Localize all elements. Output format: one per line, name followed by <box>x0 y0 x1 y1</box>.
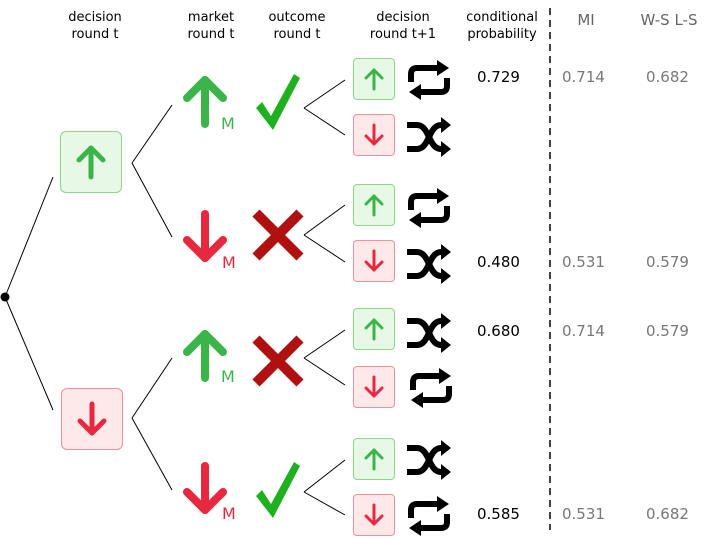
market-down-arrow-icon <box>183 210 227 262</box>
decision-t-down-box <box>61 388 123 450</box>
decision-t-up-box <box>60 131 122 193</box>
wsls-value: 0.579 <box>646 253 689 271</box>
wsls-value: 0.579 <box>646 322 689 340</box>
up-arrow-icon <box>364 68 384 91</box>
mi-value: 0.714 <box>562 322 605 340</box>
decision-t1-down-box <box>353 494 395 536</box>
shuffle-icon <box>403 436 453 480</box>
shuffle-icon <box>403 240 453 284</box>
market-subscript: M <box>221 367 235 386</box>
conditional-probability-value: 0.480 <box>477 253 520 271</box>
down-arrow-icon <box>364 503 384 526</box>
repeat-icon <box>403 494 453 538</box>
check-icon <box>256 462 300 518</box>
market-down-arrow-icon <box>183 462 227 514</box>
mi-value: 0.531 <box>562 253 605 271</box>
decision-t1-down-box <box>353 114 395 156</box>
mi-value: 0.714 <box>562 68 605 86</box>
header-decision-round-t: decision round t <box>68 10 122 42</box>
repeat-icon <box>405 366 455 410</box>
wsls-value: 0.682 <box>646 505 689 523</box>
repeat-icon <box>403 186 453 230</box>
market-up-arrow-icon <box>183 76 227 128</box>
root-node <box>0 292 10 302</box>
down-arrow-icon <box>364 249 384 272</box>
conditional-probability-value: 0.729 <box>477 68 520 86</box>
down-arrow-icon <box>364 123 384 146</box>
header-conditional-probability: conditional probability <box>466 10 538 42</box>
up-arrow-icon <box>76 145 106 180</box>
check-icon <box>256 74 300 130</box>
header-wsls: W-S L-S <box>640 11 698 29</box>
down-arrow-icon <box>77 401 107 436</box>
conditional-probability-value: 0.585 <box>477 505 520 523</box>
down-arrow-icon <box>364 375 384 398</box>
mi-value: 0.531 <box>562 505 605 523</box>
decision-t1-up-box <box>353 308 395 350</box>
wsls-value: 0.682 <box>646 68 689 86</box>
decision-t1-up-box <box>353 184 395 226</box>
decision-t1-down-box <box>353 240 395 282</box>
header-decision-round-t1: decision round t+1 <box>369 10 437 42</box>
decision-t1-up-box <box>353 58 395 100</box>
cross-icon <box>252 209 304 261</box>
header-market-round-t: market round t <box>187 10 235 42</box>
repeat-icon <box>403 58 453 102</box>
cross-icon <box>252 335 304 387</box>
market-up-arrow-icon <box>183 330 227 382</box>
market-subscript: M <box>222 504 236 523</box>
market-subscript: M <box>222 253 236 272</box>
up-arrow-icon <box>364 448 384 471</box>
market-subscript: M <box>221 114 235 133</box>
shuffle-icon <box>403 309 453 353</box>
header-mi: MI <box>577 11 595 29</box>
up-arrow-icon <box>364 194 384 217</box>
decision-t1-up-box <box>353 438 395 480</box>
shuffle-icon <box>403 113 453 157</box>
header-outcome-round-t: outcome round t <box>268 10 326 42</box>
up-arrow-icon <box>364 318 384 341</box>
decision-t1-down-box <box>353 366 395 408</box>
conditional-probability-value: 0.680 <box>477 322 520 340</box>
